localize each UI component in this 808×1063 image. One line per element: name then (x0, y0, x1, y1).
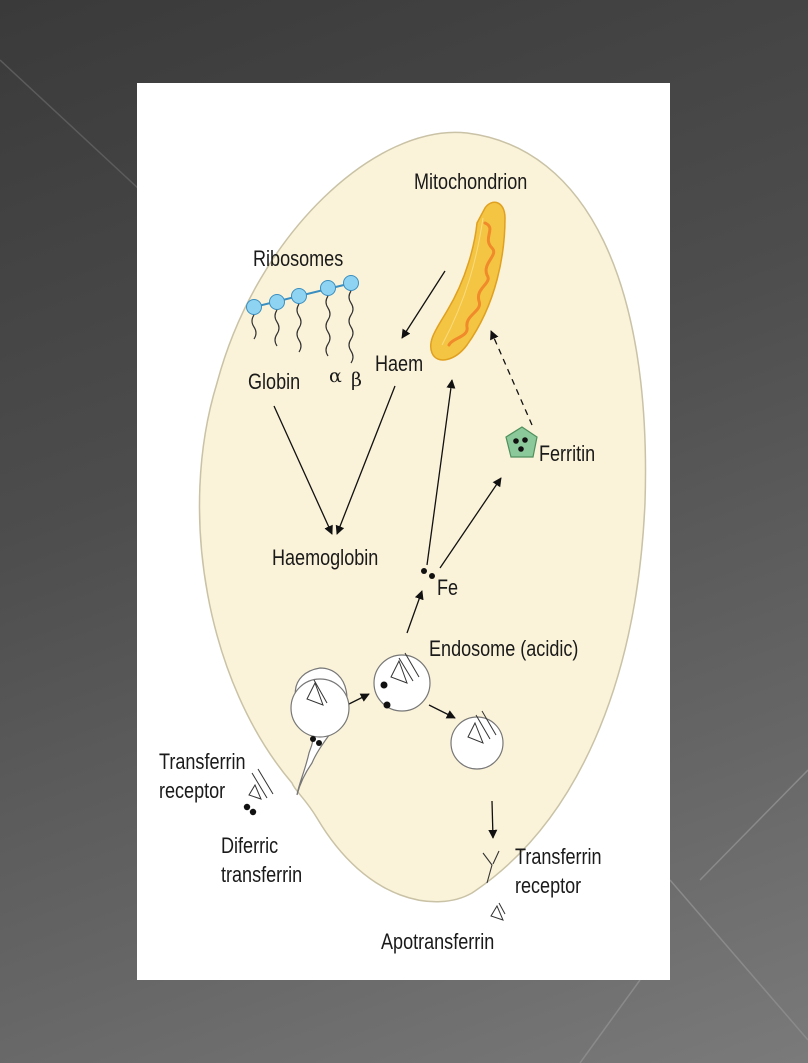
iron-dots (421, 568, 435, 579)
diferric-transferrin-label-line2: transferrin (221, 862, 303, 887)
diferric-transferrin-label-line1: Diferric (221, 833, 279, 858)
globin-label: Globin (248, 369, 301, 394)
transferrin-receptor-right (482, 850, 500, 884)
ferritin-label: Ferritin (539, 441, 596, 466)
transferrin-receptor-left-label-line1: Transferrin (159, 749, 246, 774)
ferritin-icon (505, 426, 538, 458)
fe-label: Fe (437, 575, 459, 600)
mitochondrion-label: Mitochondrion (414, 169, 528, 194)
vesicle-budding (290, 667, 350, 796)
endosome-vesicle (373, 652, 431, 712)
apotransferrin-label: Apotransferrin (381, 929, 495, 954)
ribosomes (246, 275, 359, 364)
endosome-label: Endosome (acidic) (429, 636, 579, 661)
apotransferrin-icon (490, 902, 506, 921)
ribosomes-label: Ribosomes (253, 246, 344, 271)
iron-metabolism-diagram (198, 131, 647, 921)
beta-label: β (351, 369, 362, 391)
diagram-panel: Mitochondrion Ribosomes Globin α β Haem … (137, 83, 670, 980)
alpha-label: α (329, 365, 342, 387)
haem-label: Haem (375, 351, 424, 376)
haemoglobin-label: Haemoglobin (272, 545, 379, 570)
transferrin-receptor-right-label-line2: receptor (515, 873, 582, 898)
recycling-vesicle (450, 710, 504, 770)
transferrin-receptor-left-label-line2: receptor (159, 778, 226, 803)
mitochondrion (430, 201, 506, 361)
transferrin-receptor-right-label-line1: Transferrin (515, 844, 602, 869)
transferrin-receptor-left (243, 768, 274, 816)
